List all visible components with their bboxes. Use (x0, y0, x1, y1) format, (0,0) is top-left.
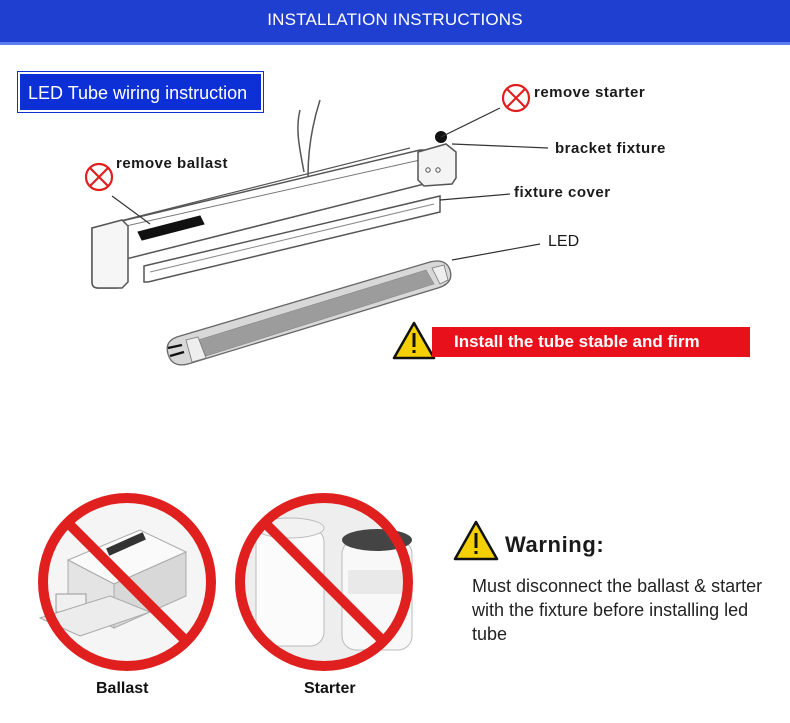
prohibit-icon-starter (501, 83, 531, 113)
power-wire-2 (307, 99, 321, 177)
section-label: LED Tube wiring instruction (17, 71, 264, 113)
fixture-top-edge (91, 147, 411, 229)
callout-fixture-cover: fixture cover (514, 184, 611, 201)
starter-photo (235, 493, 413, 671)
warning-triangle-icon (392, 321, 436, 360)
caption-ballast: Ballast (96, 680, 149, 697)
warning-title: Warning: (505, 532, 605, 557)
ballast-strip (137, 215, 205, 241)
callout-remove-ballast: remove ballast (116, 155, 229, 172)
fixture-cover (143, 195, 441, 283)
page-title: INSTALLATION INSTRUCTIONS (267, 10, 523, 29)
power-wire (297, 109, 305, 173)
callout-led: LED (548, 233, 580, 250)
led-tube (166, 260, 452, 366)
header-bar: INSTALLATION INSTRUCTIONS (0, 0, 790, 42)
ballast-photo (38, 493, 216, 671)
fixture-rear-edge (125, 159, 421, 227)
header-underline (0, 42, 790, 45)
caption-starter: Starter (304, 680, 356, 697)
install-banner: Install the tube stable and firm (432, 327, 750, 357)
warning-text: Must disconnect the ballast & starter wi… (472, 576, 763, 644)
left-end-cap (91, 219, 129, 289)
bracket-hole-1 (425, 167, 431, 173)
callout-bracket-fixture: bracket fixture (555, 140, 666, 157)
prohibit-icon-ballast (84, 162, 114, 192)
right-bracket (417, 143, 457, 187)
bracket-hole-2 (435, 167, 441, 173)
warning-icon (453, 520, 499, 561)
callout-remove-starter: remove starter (534, 84, 646, 101)
